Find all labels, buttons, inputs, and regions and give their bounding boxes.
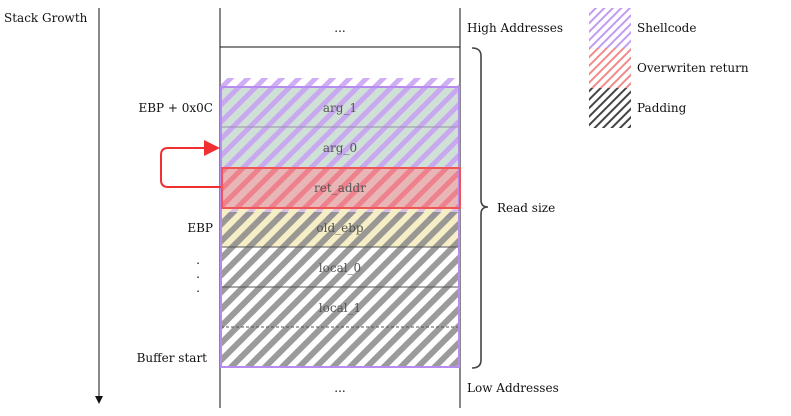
ebp-offset-label: EBP + 0x0C (138, 101, 213, 115)
legend-swatch-overwritten-return (589, 48, 631, 88)
legend-swatch-padding (589, 88, 631, 128)
cell-old-ebp: old_ebp (316, 221, 364, 235)
padding-hatch (221, 212, 459, 368)
low-addresses-label: Low Addresses (467, 381, 559, 395)
high-addresses-label: High Addresses (467, 21, 563, 35)
cell-ret-addr: ret_addr (314, 181, 366, 195)
ellipsis-bottom: ... (334, 381, 345, 395)
dot-2: . (196, 267, 200, 281)
ret-addr-border (221, 167, 461, 209)
legend: Shellcode Overwriten return Padding (589, 8, 749, 128)
buffer-start-label: Buffer start (137, 351, 208, 365)
return-jump-arrow (160, 140, 221, 188)
read-size-brace (471, 47, 489, 369)
legend-label-overwritten-return: Overwriten return (637, 61, 749, 75)
cell-arg-0: arg_0 (323, 141, 357, 155)
cell-local-1: local_1 (319, 301, 361, 315)
shellcode-region-border (220, 86, 460, 368)
ebp-label: EBP (187, 221, 213, 235)
dot-1: . (196, 253, 200, 267)
legend-label-padding: Padding (637, 101, 687, 115)
legend-label-shellcode: Shellcode (637, 21, 696, 35)
ellipsis-top: ... (334, 21, 345, 35)
cell-arg-1: arg_1 (323, 101, 357, 115)
stack-growth-label: Stack Growth (4, 11, 88, 25)
legend-swatch-shellcode (589, 8, 631, 48)
dot-3: . (196, 281, 200, 295)
read-size-label: Read size (497, 201, 555, 215)
overwritten-return-hatch (221, 168, 459, 208)
cell-local-0: local_0 (319, 261, 361, 275)
